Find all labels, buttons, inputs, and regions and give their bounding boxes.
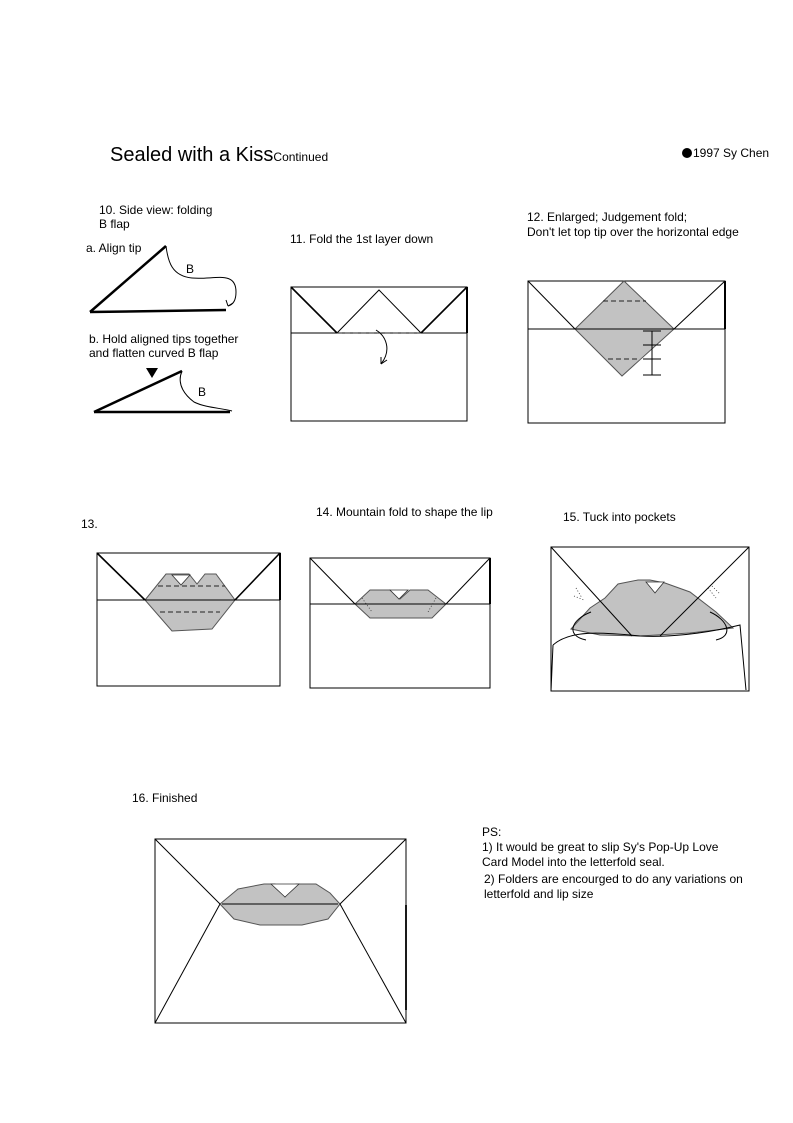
step16-finished-envelope: [154, 838, 407, 1024]
step16-title: 16. Finished: [132, 791, 198, 805]
step11-envelope: [290, 286, 468, 422]
step10-title-line1: 10. Side view: folding: [99, 203, 213, 217]
step10-title-line2: B flap: [99, 217, 130, 231]
step12-envelope: [527, 280, 726, 424]
step15-envelope: [550, 546, 750, 692]
ps-line1: 1) It would be great to slip Sy's Pop-Up…: [482, 840, 719, 854]
step10-b-label-line2: and flatten curved B flap: [89, 346, 219, 360]
step12-title-line1: 12. Enlarged; Judgement fold;: [527, 210, 688, 224]
title-text: Sealed with a Kiss: [110, 144, 274, 166]
step13-envelope: [96, 552, 281, 687]
ps-line4: letterfold and lip size: [484, 887, 594, 901]
step10-a-label: a. Align tip: [86, 241, 142, 255]
title-continued: Continued: [273, 150, 329, 164]
copyright-text: 1997 Sy Chen: [693, 146, 770, 160]
step10-flap-label-a: B: [186, 262, 195, 276]
step10b-side-view: [93, 368, 233, 414]
ps-line3: 2) Folders are encourged to do any varia…: [484, 872, 743, 886]
step10a-side-view: [89, 245, 237, 314]
step14-title: 14. Mountain fold to shape the lip: [316, 505, 493, 519]
step10-flap-label-b: B: [198, 385, 207, 399]
step10-b-label-line1: b. Hold aligned tips together: [89, 332, 239, 346]
ps-heading: PS:: [482, 825, 502, 839]
step11-title: 11. Fold the 1st layer down: [290, 232, 434, 246]
page-title: Sealed with a KissContinued: [110, 144, 328, 167]
step15-title: 15. Tuck into pockets: [563, 510, 676, 524]
copyright-icon: [682, 148, 692, 158]
step12-title-line2: Don't let top tip over the horizontal ed…: [527, 225, 739, 239]
copyright-notice: 1997 Sy Chen: [682, 146, 769, 160]
step14-envelope: [309, 557, 491, 689]
ps-line2: Card Model into the letterfold seal.: [482, 855, 665, 869]
step13-title: 13.: [81, 517, 98, 531]
pinch-arrow-icon: [146, 368, 158, 378]
